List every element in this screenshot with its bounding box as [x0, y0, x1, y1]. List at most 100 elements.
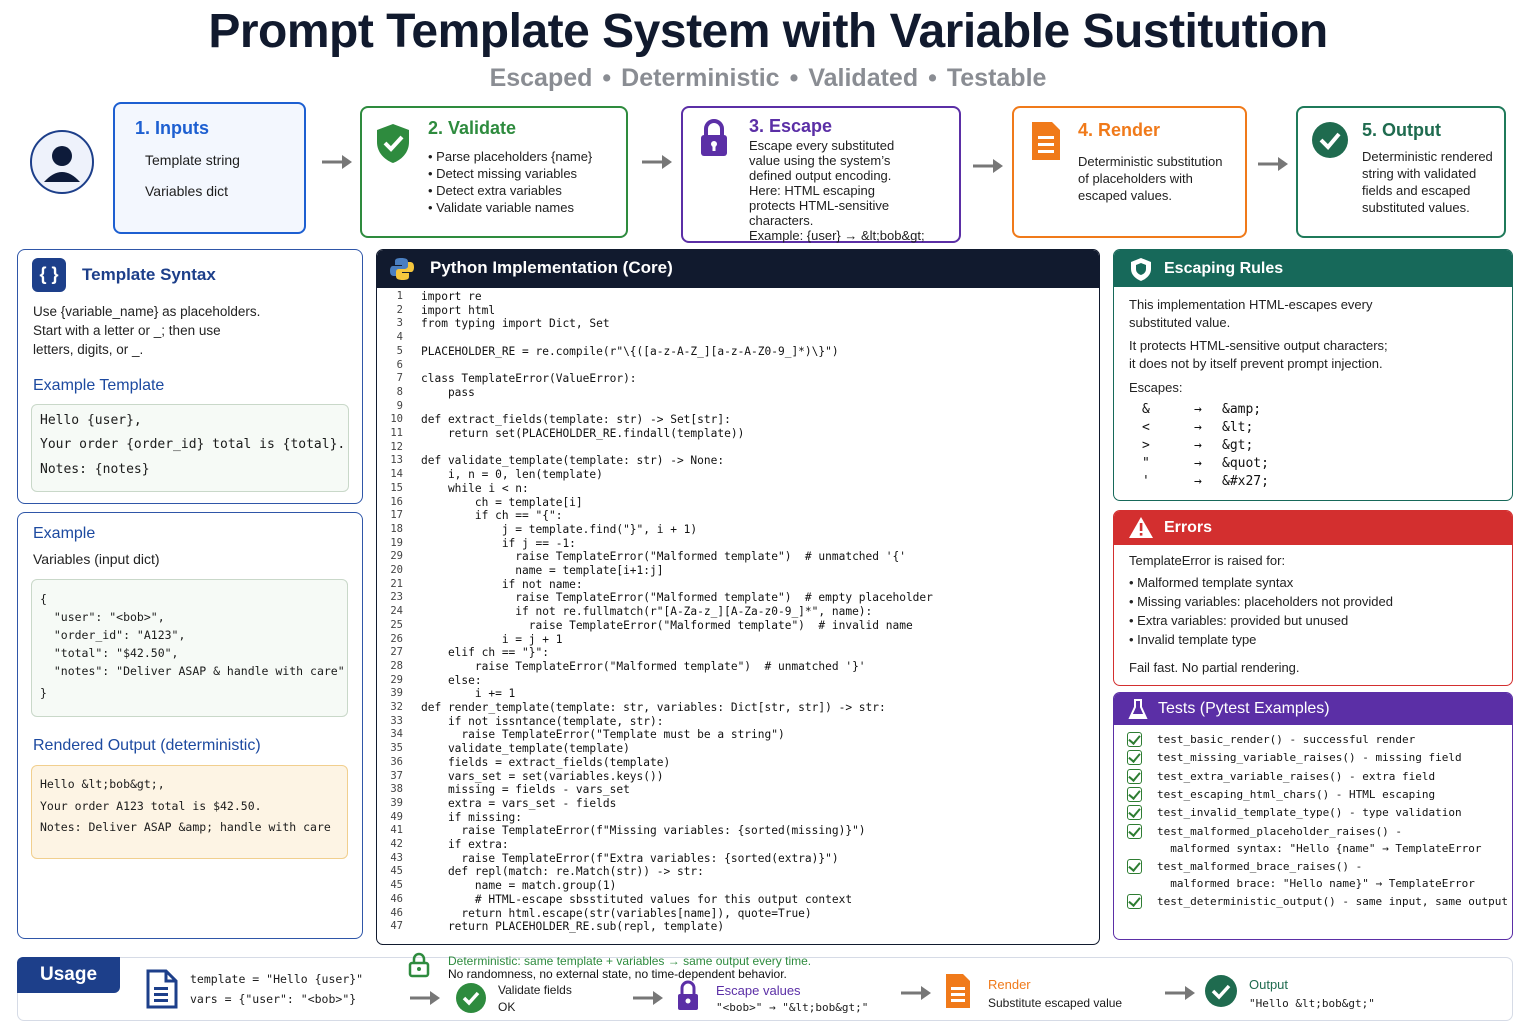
code-panel-header: Python Implementation (Core) — [377, 250, 1099, 288]
code-text: if extra: — [421, 838, 509, 851]
line-number: 14 — [390, 468, 403, 481]
errors-item: • Malformed template syntax — [1129, 575, 1294, 590]
subtitle-sep: • — [928, 64, 937, 92]
line-number: 39 — [390, 796, 403, 809]
tests-header: Tests (Pytest Examples) — [1114, 693, 1512, 725]
code-text: class TemplateError(ValueError): — [421, 372, 637, 386]
errors-panel: Errors TemplateError is raised for: • Ma… — [1113, 510, 1513, 686]
line-number: 21 — [390, 577, 403, 590]
checkbox-checked-icon — [1127, 750, 1142, 766]
escape-to: &quot; — [1222, 456, 1269, 471]
checkbox-checked-icon — [1127, 893, 1142, 909]
line-number: 29 — [390, 673, 403, 686]
deterministic-title: Deterministic: same template + variables… — [448, 954, 812, 968]
page-subtitle: Escaped•Deterministic•Validated•Testable — [0, 64, 1536, 93]
line-number: 9 — [396, 399, 403, 412]
line-number: 7 — [396, 372, 403, 385]
line-number: 34 — [390, 728, 403, 741]
code-text: if ch == "{": — [421, 509, 563, 523]
step-validate-line: • Detect extra variables — [428, 183, 562, 198]
tests-title: Tests (Pytest Examples) — [1158, 700, 1330, 717]
line-number: 39 — [390, 687, 403, 700]
test-item: test_missing_variable_raises() - missing… — [1157, 751, 1462, 765]
code-text: missing = fields - vars_set — [421, 783, 630, 797]
line-number: 5 — [396, 344, 403, 357]
escaping-desc: it does not by itself prevent prompt inj… — [1129, 356, 1383, 371]
escaping-rules-panel: Escaping Rules This implementation HTML-… — [1113, 249, 1513, 501]
usage-render-value: Substitute escaped value — [988, 996, 1123, 1010]
escape-arrow-icon: → — [1194, 402, 1202, 417]
dict-line: "user": "<bob>", — [40, 610, 165, 624]
usage-validate-label: Validate fields — [498, 983, 572, 997]
shield-check-icon — [377, 124, 409, 163]
escape-arrow-icon: → — [1194, 474, 1202, 489]
code-text: i = j + 1 — [421, 632, 563, 646]
arrow-right-icon — [901, 986, 931, 1000]
step-inputs-line: Template string — [145, 152, 240, 168]
code-text: return set(PLACEHOLDER_RE.findall(templa… — [421, 427, 745, 440]
braces-icon: { } — [32, 258, 66, 292]
line-number: 33 — [390, 714, 403, 727]
document-icon — [946, 974, 970, 1008]
usage-validate-value: OK — [498, 1000, 516, 1014]
step-validate-line: • Parse placeholders {name} — [428, 149, 593, 164]
code-text: def render_template(template: str, varia… — [421, 701, 886, 714]
escape-from: > — [1142, 438, 1150, 453]
example-panel: Example Variables (input dict) { "user":… — [17, 512, 363, 939]
rendered-line: Your order A123 total is $42.50. — [40, 799, 262, 813]
escape-arrow-icon: → — [1194, 456, 1202, 471]
check-circle-icon — [456, 983, 486, 1013]
subtitle-deterministic: Deterministic — [621, 64, 780, 92]
rendered-output-box: Hello &lt;bob&gt;, Your order A123 total… — [31, 765, 348, 859]
usage-render-label: Render — [988, 977, 1031, 992]
code-text: import re — [421, 290, 482, 303]
arrow-right-icon — [410, 991, 440, 1005]
escape-to: &amp; — [1222, 402, 1262, 417]
example-template-line: Notes: {notes} — [40, 462, 150, 477]
arrow-right-icon — [1165, 986, 1195, 1000]
line-number: 46 — [390, 906, 403, 919]
code-text: raise TemplateError("Malformed template"… — [421, 659, 866, 673]
subtitle-testable: Testable — [946, 64, 1047, 92]
code-text: name = match.group(1) — [421, 879, 617, 893]
subtitle-escaped: Escaped — [489, 64, 593, 92]
arrow-right-icon — [642, 155, 672, 169]
escaping-desc: This implementation HTML-escapes every — [1129, 297, 1373, 312]
escaping-header: Escaping Rules — [1114, 250, 1512, 287]
line-number: 19 — [390, 536, 403, 549]
code-text: while i < n: — [421, 481, 529, 495]
code-text: name = template[i+1:j] — [421, 564, 664, 577]
check-circle-icon — [1205, 975, 1237, 1007]
subtitle-validated: Validated — [808, 64, 919, 92]
line-number: 29 — [390, 550, 403, 563]
step-output-line: Deterministic rendered — [1362, 149, 1493, 164]
step-output-title: 5. Output — [1362, 120, 1441, 140]
code-text: i += 1 — [421, 687, 516, 701]
line-number: 16 — [390, 495, 403, 508]
example-template-line: Your order {order_id} total is {total}. — [40, 437, 346, 452]
escape-arrow-icon: → — [1194, 420, 1202, 435]
dict-line: } — [40, 686, 47, 700]
step-escape-line: value using the system’s — [749, 153, 891, 168]
line-number: 4 — [396, 331, 403, 344]
template-syntax-title: Template Syntax — [82, 265, 216, 284]
test-item: test_malformed_placeholder_raises() - — [1157, 824, 1403, 838]
line-number: 49 — [390, 810, 403, 823]
line-number: 28 — [390, 659, 403, 672]
dict-line: "total": "$42.50", — [40, 646, 179, 660]
code-text: return html.escape(str(variables[name]),… — [421, 906, 812, 920]
dict-line: "order_id": "A123", — [40, 628, 186, 642]
rendered-line: Notes: Deliver ASAP &amp; handle with ca… — [40, 820, 331, 834]
checkbox-checked-icon — [1127, 858, 1142, 874]
checkbox-checked-icon — [1127, 786, 1142, 802]
line-number: 10 — [390, 413, 403, 426]
line-number: 27 — [390, 646, 403, 659]
code-text: if not re.fullmatch(r"[A-Za-z_][A-Za-z0-… — [421, 605, 873, 619]
step-escape-title: 3. Escape — [749, 116, 833, 136]
step-render-line: of placeholders with — [1078, 171, 1193, 186]
test-item: test_deterministic_output() - same input… — [1157, 894, 1508, 908]
step-escape-line: Escape every substituted — [749, 138, 895, 153]
line-number: 11 — [390, 427, 403, 439]
example-template-title: Example Template — [33, 377, 165, 394]
